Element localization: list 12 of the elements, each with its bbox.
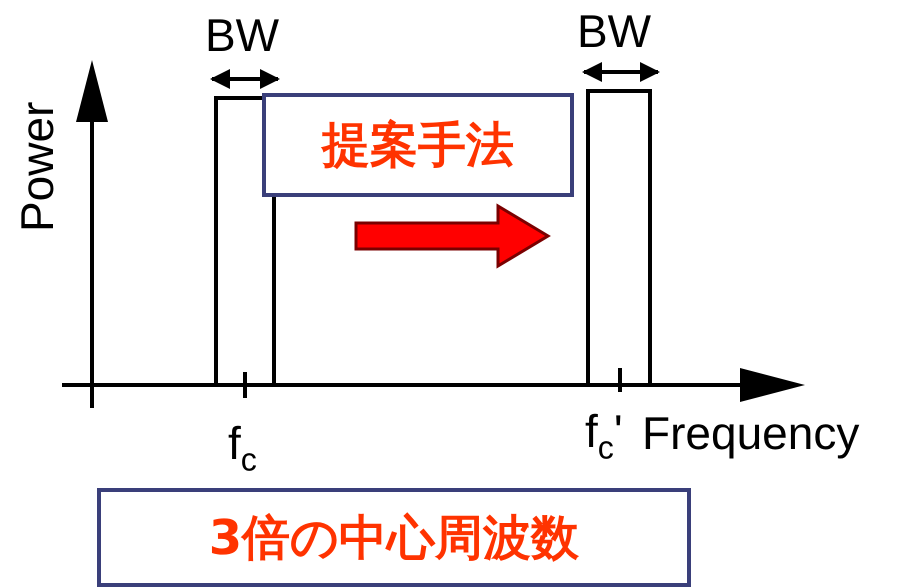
arrow xyxy=(354,203,551,269)
axis-label: Frequency xyxy=(642,410,860,456)
tick-label: f$_{c}$ xyxy=(228,420,257,476)
tick-label: f$_{c}$' xyxy=(585,408,623,464)
text-box xyxy=(262,93,574,197)
axis-label: Power xyxy=(14,102,60,232)
text-box xyxy=(97,488,691,587)
box-title: 3倍の中心周波数 xyxy=(208,508,580,568)
dimension-label: BW xyxy=(577,8,652,54)
spectrum-bar xyxy=(586,89,652,385)
dimension-label: BW xyxy=(205,12,280,58)
box-title: 提案手法 xyxy=(322,116,514,175)
